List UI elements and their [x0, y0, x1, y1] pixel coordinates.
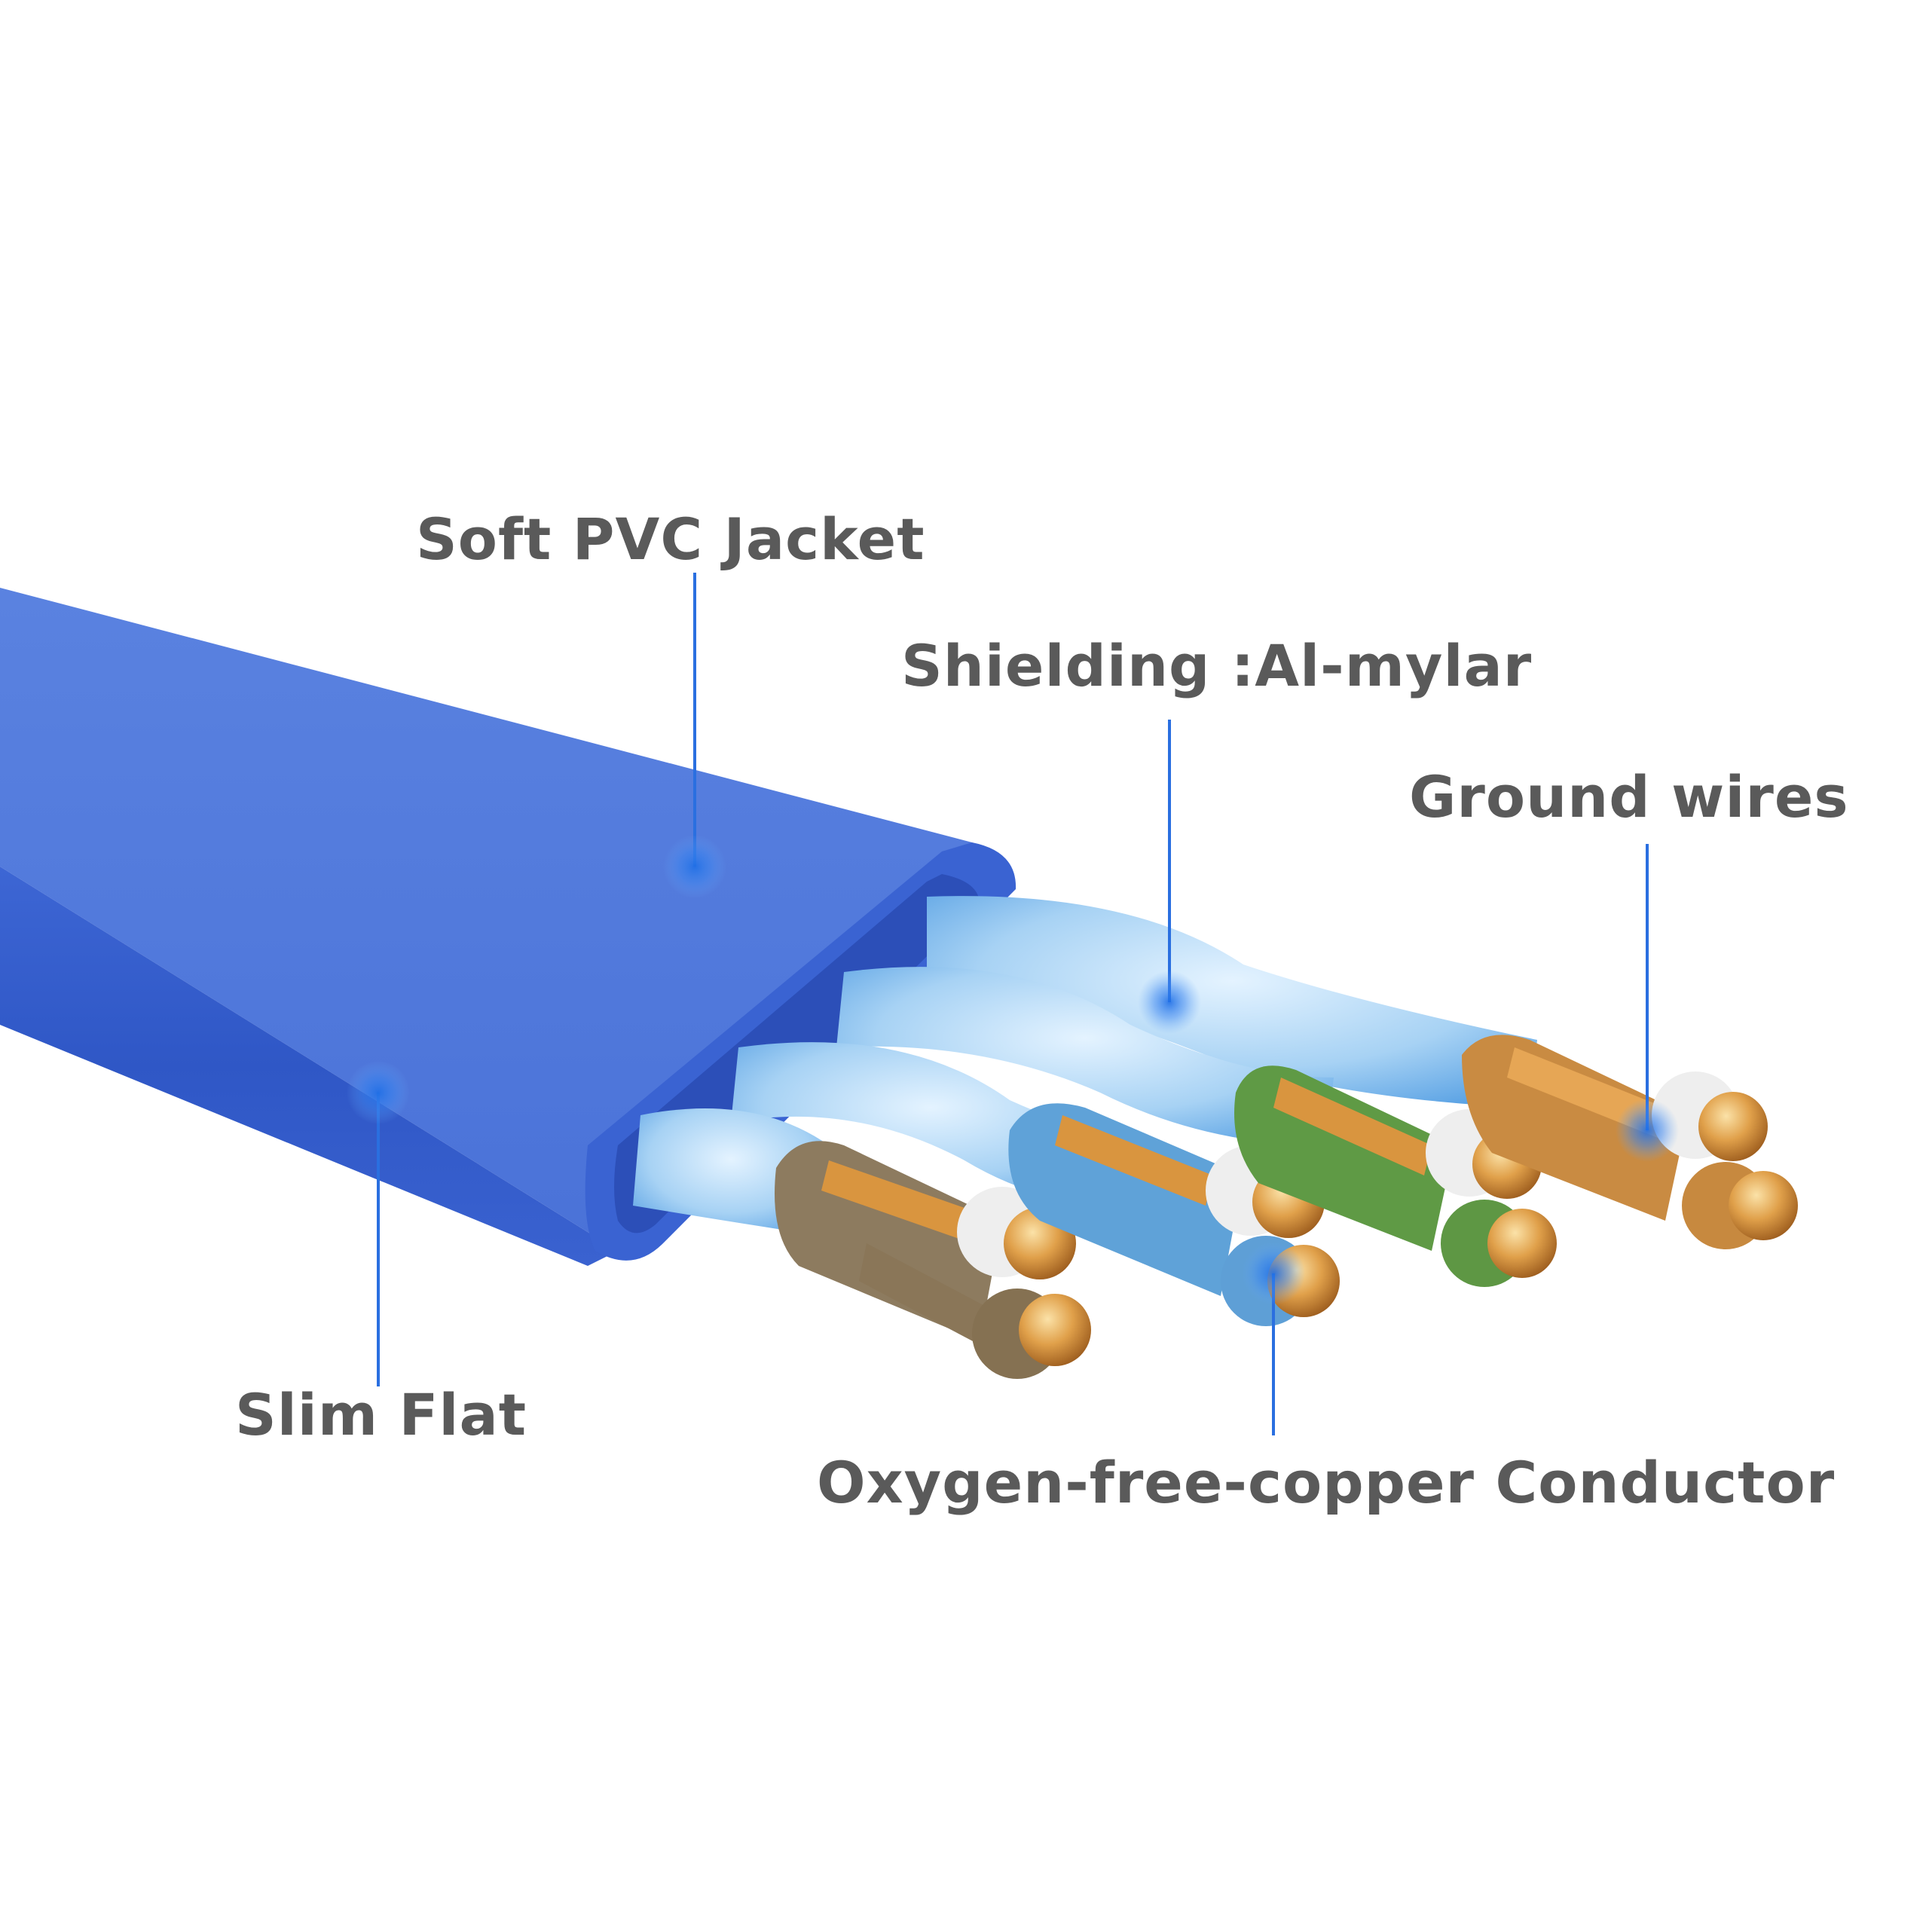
dot-marker-icon: [1138, 971, 1201, 1034]
marker-dots: [347, 835, 1679, 1305]
label-copper-conductor: Oxygen-free-copper Conductor: [817, 1449, 1836, 1516]
jacket-top-face: [0, 588, 1010, 1251]
jacket-front-face: [0, 867, 618, 1266]
label-shielding: Shielding :Al-mylar: [901, 632, 1533, 699]
shield-foil-group: [633, 896, 1537, 1236]
label-ground-wires: Ground wires: [1409, 763, 1849, 830]
dot-marker-icon: [1242, 1242, 1305, 1305]
leader-lines: [377, 573, 1649, 1435]
pair-brown: [775, 1141, 1091, 1379]
dot-marker-icon: [663, 835, 726, 898]
label-slim-flat: Slim Flat: [235, 1381, 527, 1448]
dot-marker-icon: [347, 1061, 410, 1124]
label-soft-pvc-jacket: Soft PVC Jacket: [416, 506, 925, 573]
dot-marker-icon: [1616, 1099, 1679, 1162]
